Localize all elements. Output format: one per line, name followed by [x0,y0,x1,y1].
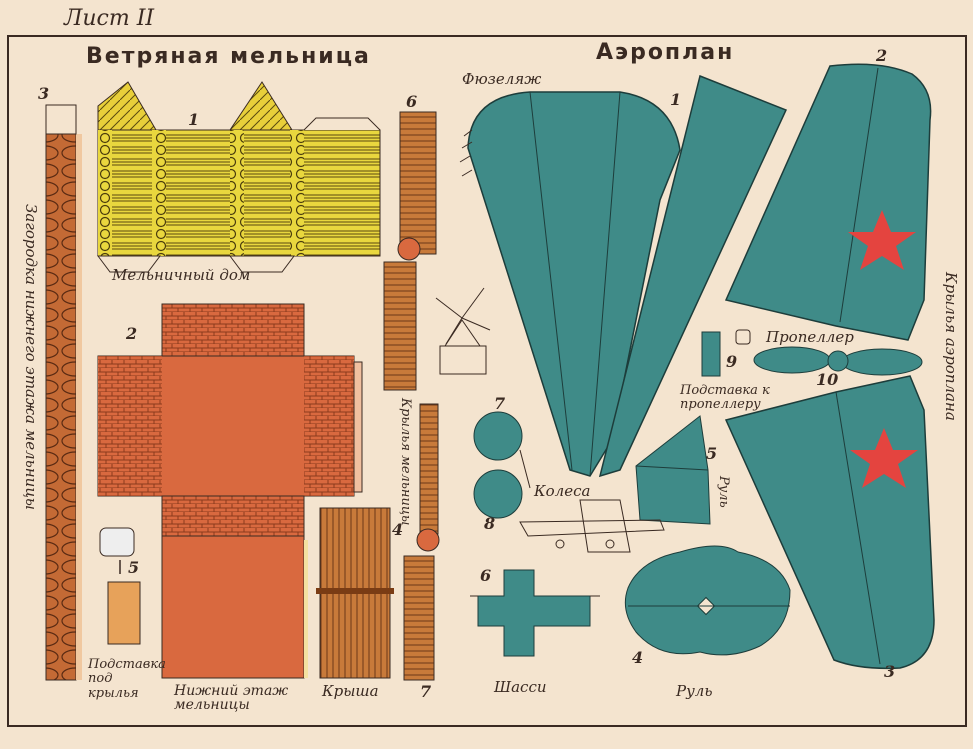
propeller-label: Пропеллер [766,328,854,346]
fuselage-label: Фюзеляж [462,70,542,88]
plane-num-3: 3 [884,662,896,681]
propeller-piece [753,346,923,376]
plane-num-6: 6 [480,566,492,585]
rudder-vertical-piece [635,415,711,525]
airplane-title: Аэроплан [596,40,735,65]
mill-num-2: 2 [126,324,138,343]
airplane-sketch [519,499,665,553]
sheet-label: Лист II [64,6,155,31]
chassis-piece [470,569,600,657]
mill-wings-label: Крылья мельницы [398,398,413,526]
plane-num-1: 1 [670,90,682,109]
fuselage-piece [459,91,681,477]
mill-num-3: 3 [38,84,50,103]
mill-num-7: 7 [420,682,432,701]
plane-wings-label: Крылья аэроплана [942,272,960,421]
plane-num-10: 10 [816,370,839,389]
wing-piece-top [724,63,932,341]
lower-floor-label: Нижний этаж мельницы [174,683,289,713]
plane-num-7: 7 [494,394,506,413]
mill-wing-7 [403,403,440,681]
fence-label: Загородка нижнего этажа мельницы [22,204,40,511]
mill-wing-6 [383,111,437,391]
windmill-sketch [435,287,491,375]
windmill-title: Ветряная мельница [86,44,371,69]
plane-num-4: 4 [632,648,644,667]
chassis-label: Шасси [494,678,547,696]
wing-stand-label: Подставка под крылья [88,657,166,701]
plane-num-2: 2 [876,46,888,65]
plane-num-9: 9 [726,352,738,371]
rudder-horizontal-piece [624,545,791,656]
mill-num-5: 5 [128,558,140,577]
wing-piece-bottom [724,375,935,670]
roof-label: Крыша [322,682,379,700]
mill-house-label: Мельничный дом [112,266,251,284]
mill-num-1: 1 [188,110,200,129]
lower-floor-piece [97,303,363,679]
propeller-stand-label: Подставка к пропеллеру [680,383,770,413]
rudder-v-label: Руль [716,476,731,508]
mill-num-4: 4 [392,520,404,539]
plane-num-5: 5 [706,444,718,463]
rudder-label: Руль [676,682,713,700]
mill-num-6: 6 [406,92,418,111]
plane-num-8: 8 [484,514,496,533]
mill-house-piece [97,81,381,273]
wheels-label: Колеса [534,482,591,500]
